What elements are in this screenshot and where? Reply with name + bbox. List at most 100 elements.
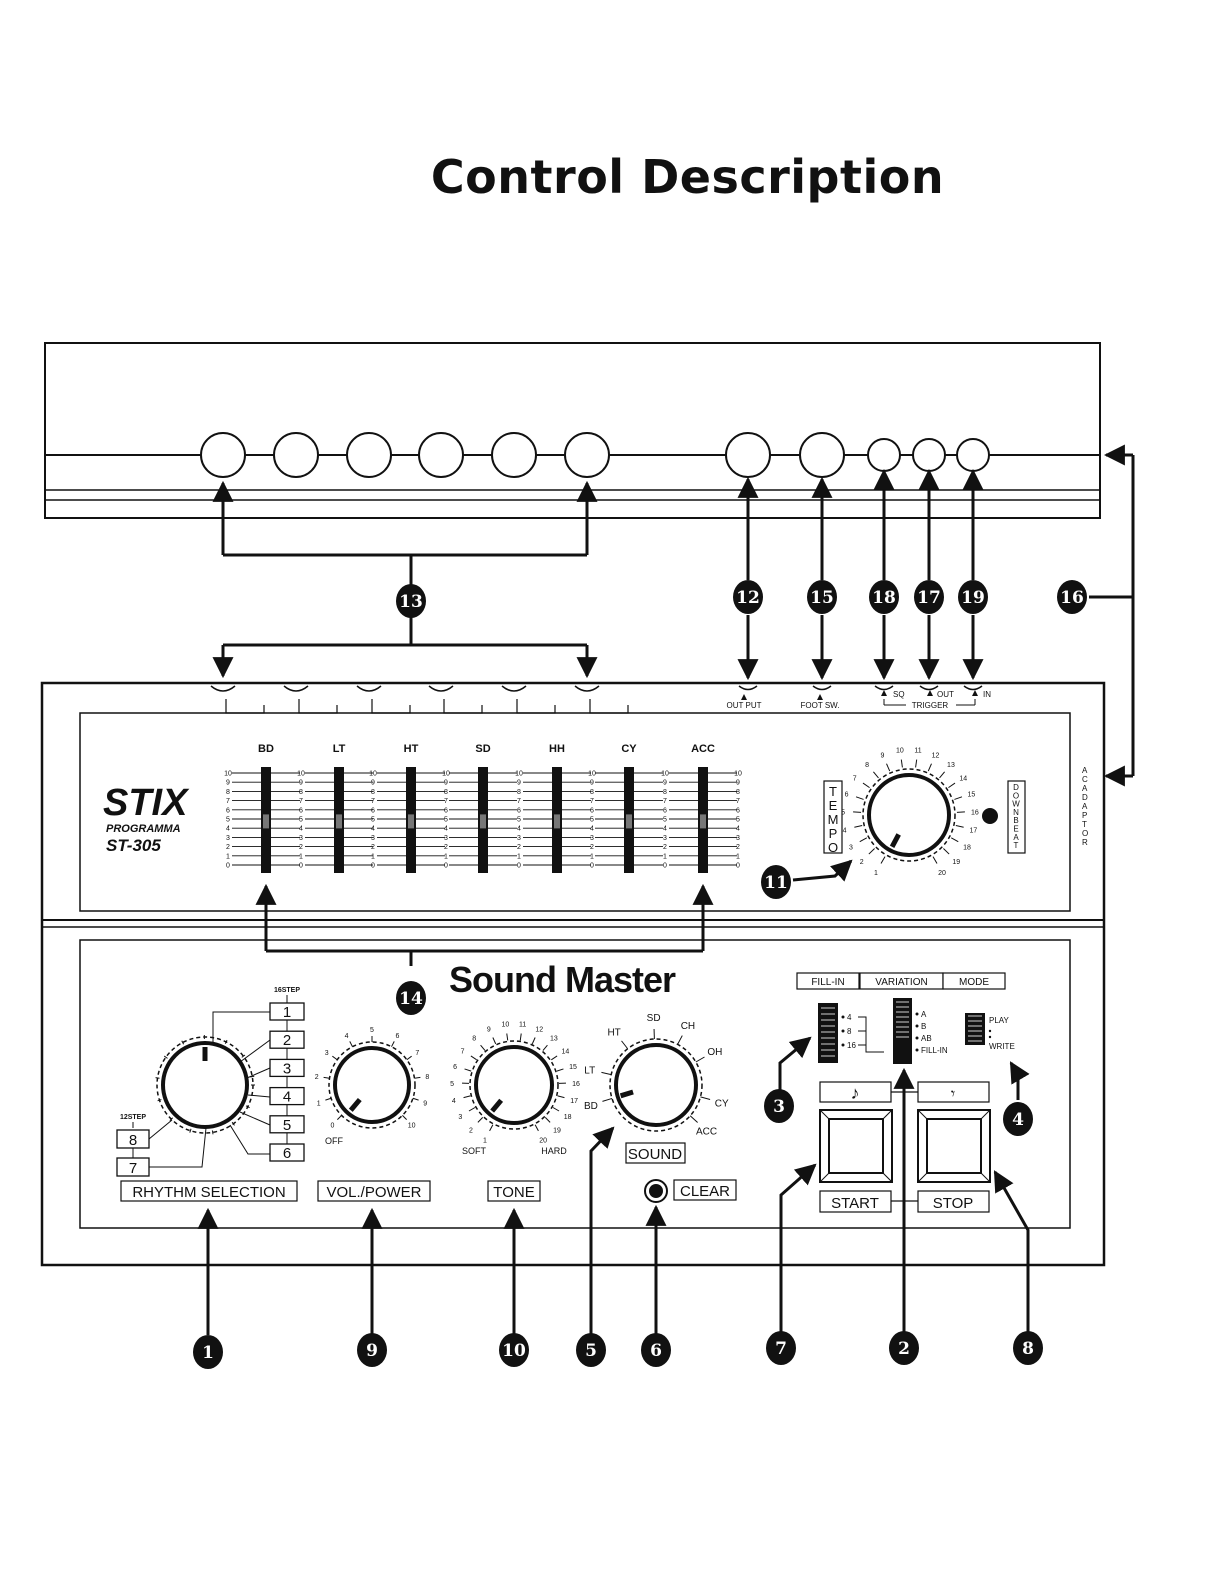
rear-jack[interactable] [799,432,845,478]
tone-tick-label: 11 [519,1022,526,1029]
trigger-label: TRIGGER [912,701,949,710]
volume-knob[interactable] [333,1046,411,1124]
fader-scale-number: 0 [517,863,521,870]
fader-scale-number: 0 [590,863,594,870]
tone-soft-label: SOFT [462,1146,487,1156]
mode-switch[interactable] [965,1013,985,1045]
tone-knob[interactable] [474,1045,554,1125]
rear-jack[interactable] [956,438,990,472]
fader-scale-number: 2 [226,844,230,851]
fader-scale-number: 7 [444,798,448,805]
fader-scale-number: 9 [590,780,594,787]
tempo-letter: E [829,798,838,813]
tone-tick-label: 14 [562,1048,570,1055]
edge-jack [210,685,236,692]
tempo-letter: P [829,826,838,841]
fader-scale-number: 10 [442,771,450,778]
rear-jack[interactable] [418,432,464,478]
fader-cap[interactable] [700,814,706,829]
fill-in-switch[interactable] [818,1003,838,1063]
start-button[interactable] [819,1109,893,1183]
fader-scale-number: 10 [369,771,377,778]
fader-scale-number: 8 [663,789,667,796]
fader-scale-number: 3 [590,835,594,842]
callout-12-badge [733,580,763,614]
rhythm-tick [231,1121,235,1126]
volume-tick [336,1115,342,1121]
fader-scale-number: 3 [736,835,740,842]
rear-jack[interactable] [491,432,537,478]
fader-cap[interactable] [408,814,414,829]
fader-cap[interactable] [626,814,632,829]
volume-tick [349,1041,353,1047]
fader-cap[interactable] [480,814,486,829]
fader-scale-number: 4 [444,826,448,833]
tone-tick [492,1037,497,1045]
rhythm-knob[interactable] [161,1041,249,1129]
rear-jack[interactable] [725,432,771,478]
sound-knob[interactable] [614,1043,698,1127]
tone-tick-label: 20 [539,1138,547,1145]
fader-cap[interactable] [263,814,269,829]
tempo-tick-label: 10 [896,748,904,755]
mode-write-label: WRITE [989,1042,1015,1051]
rhythm-button-label: 2 [283,1032,291,1049]
variation-switch[interactable] [893,998,912,1064]
callout-19-badge [958,580,988,614]
fader-scale-number: 2 [371,844,375,851]
down-beat-letter: E [1013,825,1018,834]
rhythm-button-6[interactable] [269,1143,305,1162]
stop-button[interactable] [917,1109,991,1183]
rhythm-tick [155,1077,160,1079]
down-beat-letter: W [1012,800,1020,809]
callout-2-badge [889,1331,919,1365]
volume-tick-label: 3 [325,1050,329,1057]
sound-position-label: LT [584,1066,595,1077]
rear-jack[interactable] [200,432,246,478]
rear-jack[interactable] [273,432,319,478]
fill-in-option: 16 [847,1041,856,1050]
callout-2-number: 2 [898,1339,910,1359]
tone-tick [542,1044,548,1051]
note-icon: ♪ [851,1083,860,1103]
rear-jack[interactable] [564,432,610,478]
volume-tick-label: 9 [423,1100,427,1107]
rear-jack[interactable] [346,432,392,478]
tone-tick [551,1055,558,1061]
volume-tick-label: 2 [315,1074,319,1081]
callout-15-number: 15 [810,588,834,608]
edge-jack [428,685,454,692]
tone-tick [534,1124,539,1132]
tone-tick-label: 1 [483,1138,487,1145]
tempo-tick [950,837,959,843]
sound-position-label: ACC [696,1127,717,1138]
fader-cap[interactable] [336,814,342,829]
callout-1-number: 1 [202,1343,214,1363]
callout-8-badge [1013,1331,1043,1365]
fader-scale-number: 2 [299,844,303,851]
fader-scale-number: 5 [736,817,740,824]
callout-15-badge [807,580,837,614]
tone-label: TONE [493,1184,534,1201]
callout-14-number: 14 [399,989,423,1009]
tone-tick [544,1117,551,1123]
tone-tick-label: 12 [535,1026,543,1033]
callout-7-badge [766,1331,796,1365]
callout-7-number: 7 [775,1339,787,1359]
rear-jack[interactable] [912,438,946,472]
fader-cap[interactable] [554,814,560,829]
rear-jack[interactable] [867,438,901,472]
tempo-knob[interactable] [867,773,951,857]
step16-label: 16STEP [274,987,300,994]
tone-tick-label: 17 [570,1098,578,1105]
tone-tick-label: 8 [472,1036,476,1043]
fader-scale-number: 3 [299,835,303,842]
clear-button[interactable] [649,1184,663,1198]
tone-tick [464,1068,472,1072]
tone-tick [556,1068,564,1072]
sound-pointer [619,1089,634,1099]
edge-jack [356,685,382,692]
fader-scale-number: 7 [226,798,230,805]
